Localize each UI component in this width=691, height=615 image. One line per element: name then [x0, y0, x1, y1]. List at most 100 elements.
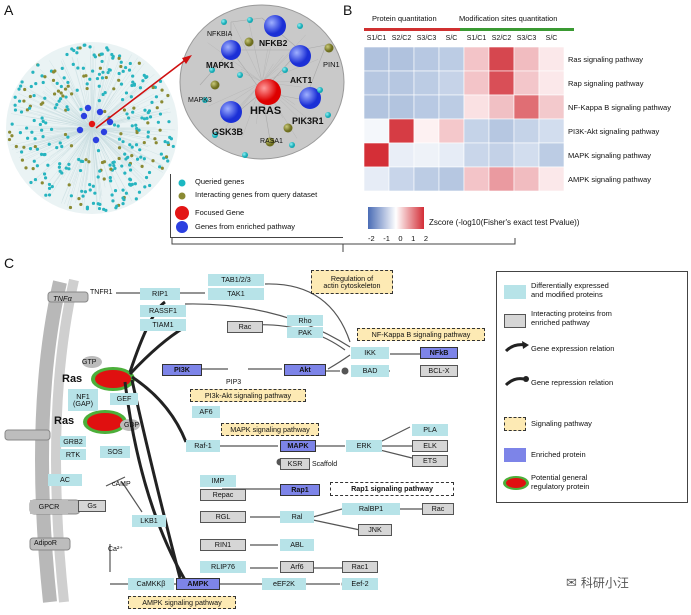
node-tnfa: TNFα: [53, 294, 72, 303]
tick: -2: [368, 234, 375, 243]
legend-regulatory-icon: [503, 476, 529, 490]
group-protein-bar: [364, 28, 460, 31]
heatmap-row-label: Ras signaling pathway: [568, 55, 644, 64]
heatmap-cell: [513, 166, 540, 192]
network-legend-markers: [175, 179, 189, 233]
heatmap-cell: [538, 166, 564, 192]
gene-label-rasa1: RASA1: [260, 138, 283, 145]
node-rassf1: RASSF1: [140, 305, 186, 317]
watermark-text: 科研小汪: [580, 576, 629, 590]
node-rlip76: RLIP76: [200, 561, 246, 573]
node-akt: Akt: [284, 364, 326, 376]
node-ksr: KSR: [280, 458, 310, 470]
node-rin1: RIN1: [200, 539, 246, 551]
node-rtk: RTK: [60, 449, 86, 460]
node-bad: BAD: [351, 365, 389, 377]
heatmap-grid: [364, 47, 564, 192]
panel-c-letter: C: [4, 255, 15, 271]
node-adipor: AdipoR: [34, 540, 57, 547]
heatmap-cell: [463, 70, 490, 96]
legend-interacting: Interacting genes from query dataset: [195, 190, 318, 199]
heatmap-cell: [538, 142, 564, 168]
node-tnfr1: TNFR1: [90, 289, 113, 296]
node-repac: Repac: [200, 489, 246, 501]
node-pi3k: PI3K: [162, 364, 202, 376]
heatmap-cell: [488, 47, 515, 72]
legend-queried: Queried genes: [195, 177, 245, 186]
legend-repression: Gene repression relation: [531, 378, 614, 387]
node-ca: Ca²⁺: [108, 546, 123, 553]
node-pak: PAK: [287, 327, 323, 338]
node-eef2: Eef-2: [342, 578, 378, 590]
heatmap-cell: [538, 118, 564, 144]
legend-focused: Focused Gene: [195, 208, 245, 217]
heatmap-cell: [413, 94, 440, 120]
legend-swatch-blue: [504, 448, 526, 462]
heatmap-column-label: S2/C2: [491, 35, 512, 42]
node-imp: IMP: [200, 475, 236, 487]
node-abl: ABL: [280, 539, 314, 551]
node-pip3: PIP3: [226, 379, 242, 386]
heatmap-column-label: S3/C3: [416, 35, 437, 42]
heatmap-cell: [438, 47, 465, 72]
heatmap-cell: [364, 166, 390, 192]
node-eef2k: eEF2K: [262, 578, 306, 590]
gene-label-pin1: PIN1: [323, 60, 340, 69]
node-bclx: BCL-X: [420, 365, 458, 377]
legend-swatch-gray: [504, 314, 526, 328]
connector-bracket: [171, 238, 516, 252]
heatmap-column-label: S1/C1: [366, 35, 387, 42]
legend-swatch-yellow: [504, 417, 526, 431]
legend-signaling: Signaling pathway: [531, 419, 592, 428]
heatmap-cell: [513, 47, 540, 72]
heatmap-cell: [388, 142, 415, 168]
colorbar-label: Zscore (-log10(Fisher's exact test Pvalu…: [429, 218, 580, 227]
legend-diff: Differentially expressed and modified pr…: [531, 281, 609, 299]
heatmap-cell: [463, 118, 490, 144]
heatmap-cell: [488, 94, 515, 120]
node-camp: cAMP: [112, 481, 131, 488]
heatmap-cell: [513, 118, 540, 144]
gene-label-gsk3b: GSK3B: [212, 127, 244, 137]
group-modification-bar: [460, 28, 574, 31]
node-ac: AC: [48, 474, 82, 486]
node-gdp: GDP: [124, 422, 140, 429]
heatmap-cell: [364, 142, 390, 168]
heatmap-cell: [488, 142, 515, 168]
heatmap-cell: [513, 70, 540, 96]
pathway-legend: [496, 271, 688, 503]
heatmap-row-label: AMPK signaling pathway: [568, 175, 651, 184]
heatmap-cell: [388, 70, 415, 96]
heatmap-column-label: S3/C3: [516, 35, 537, 42]
gene-label-pik3r1: PIK3R1: [292, 116, 324, 126]
gene-label-nfkb2: NFKB2: [259, 38, 288, 48]
node-rac-b: Rac: [422, 503, 454, 515]
heatmap-cell: [488, 166, 515, 192]
heatmap-row-label: MAPK signaling pathway: [568, 151, 651, 160]
heatmap-cell: [388, 166, 415, 192]
colorbar-ticks: -2 -1 0 1 2: [368, 234, 428, 243]
panel-b-letter: B: [343, 2, 353, 18]
node-gtp: GTP: [82, 359, 97, 366]
tick: 2: [423, 234, 428, 243]
heatmap-cell: [438, 70, 465, 96]
heatmap-cell: [513, 94, 540, 120]
label-nfkb-path: NF-Kappa B signaling pathway: [357, 328, 485, 341]
heatmap-cell: [438, 142, 465, 168]
heatmap-cell: [463, 94, 490, 120]
heatmap-cell: [413, 47, 440, 72]
heatmap-cell: [538, 70, 564, 96]
label-pi3k-path: PI3k-Akt signaling pathway: [190, 389, 306, 402]
legend-interacting-proteins: Interacting proteins from enriched pathw…: [531, 309, 612, 327]
label-mapk-path: MAPK signaling pathway: [221, 423, 319, 436]
node-rho: Rho: [287, 315, 323, 326]
node-pla: PLA: [412, 424, 448, 436]
node-elk: ELK: [412, 440, 448, 452]
node-grb2: GRB2: [60, 436, 86, 447]
heatmap-cell: [438, 166, 465, 192]
heatmap-cell: [463, 47, 490, 72]
node-jnk: JNK: [358, 524, 392, 536]
node-tiam1: TIAM1: [140, 319, 186, 331]
gene-label-akt1: AKT1: [290, 75, 313, 85]
node-gef: GEF: [110, 393, 138, 405]
